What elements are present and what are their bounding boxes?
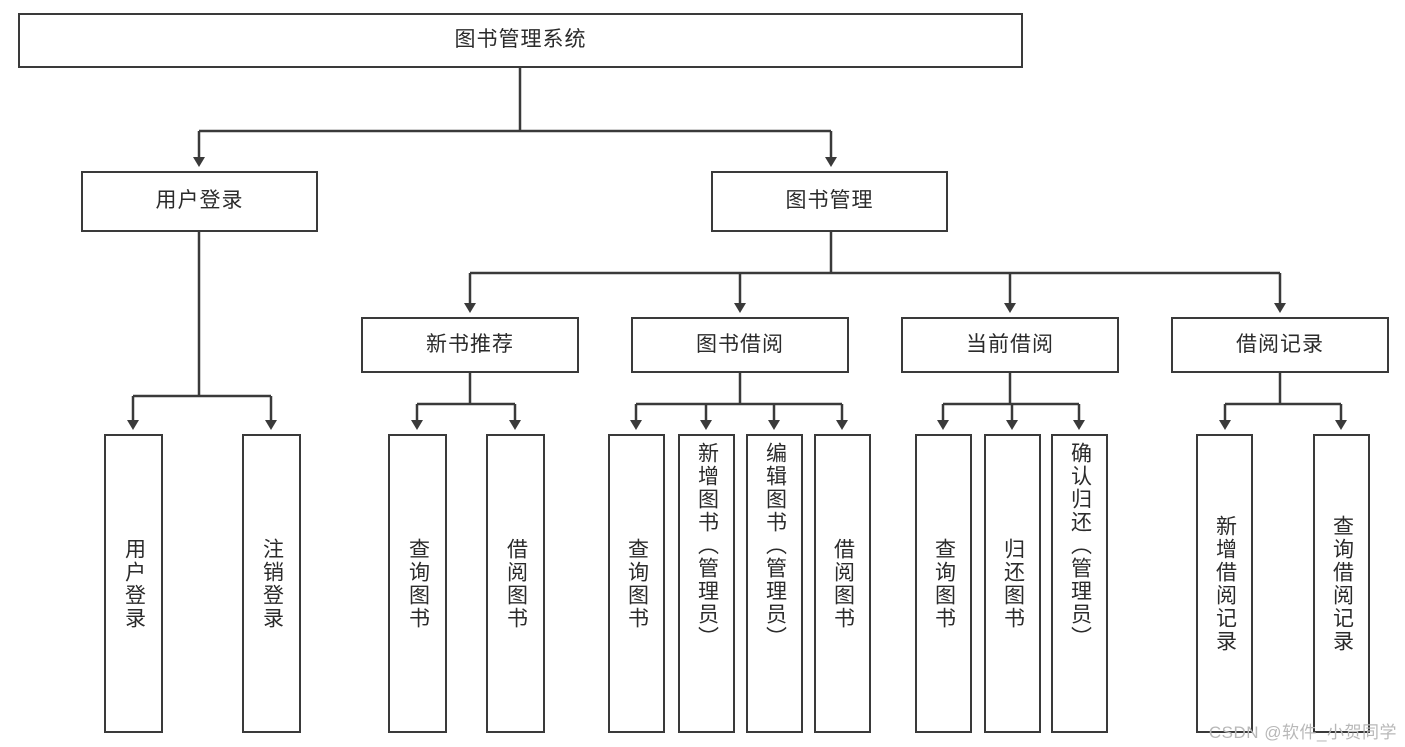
- node-new-book-recommend[interactable]: 新书推荐: [361, 317, 579, 373]
- node-logout-action[interactable]: 注销登录: [242, 434, 301, 733]
- node-user-login-action[interactable]: 用户登录: [104, 434, 163, 733]
- node-user-login[interactable]: 用户登录: [81, 171, 318, 232]
- node-current-borrow[interactable]: 当前借阅: [901, 317, 1119, 373]
- node-book-borrow[interactable]: 图书借阅: [631, 317, 849, 373]
- node-borrow-record[interactable]: 借阅记录: [1171, 317, 1389, 373]
- node-root[interactable]: 图书管理系统: [18, 13, 1023, 68]
- node-edit-book-admin[interactable]: 编辑图书（管理员）: [746, 434, 803, 733]
- node-return-book[interactable]: 归还图书: [984, 434, 1041, 733]
- node-query-books-borrow[interactable]: 查询图书: [608, 434, 665, 733]
- node-borrow-books-recommend[interactable]: 借阅图书: [486, 434, 545, 733]
- csdn-watermark: CSDN @软件_小贺同学: [1208, 723, 1397, 742]
- node-query-books-recommend[interactable]: 查询图书: [388, 434, 447, 733]
- node-add-book-admin[interactable]: 新增图书（管理员）: [678, 434, 735, 733]
- node-book-management[interactable]: 图书管理: [711, 171, 948, 232]
- node-add-borrow-record[interactable]: 新增借阅记录: [1196, 434, 1253, 733]
- node-query-borrow-record[interactable]: 查询借阅记录: [1313, 434, 1370, 733]
- node-borrow-book-action[interactable]: 借阅图书: [814, 434, 871, 733]
- node-query-books-current[interactable]: 查询图书: [915, 434, 972, 733]
- node-confirm-return-admin[interactable]: 确认归还（管理员）: [1051, 434, 1108, 733]
